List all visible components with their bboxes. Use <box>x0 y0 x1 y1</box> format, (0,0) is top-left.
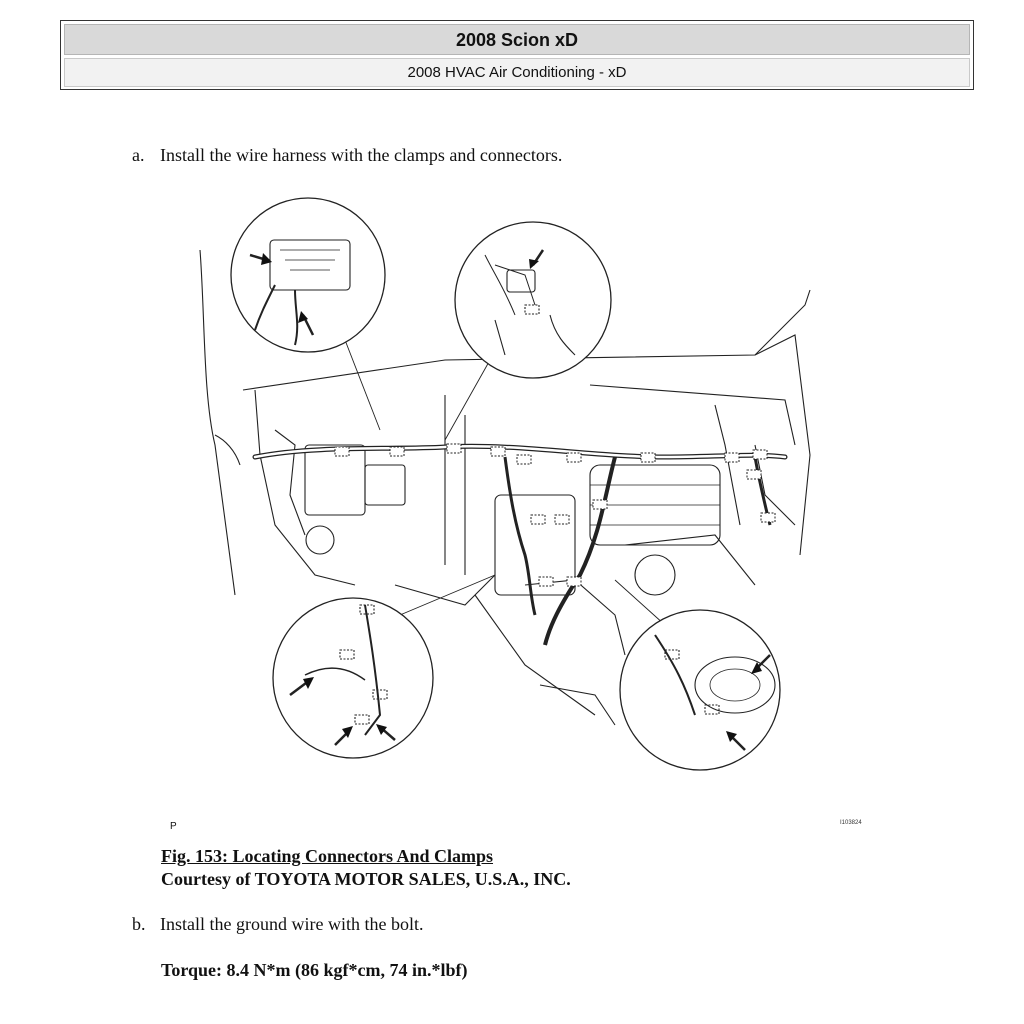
step-b: b. Install the ground wire with the bolt. <box>132 914 423 935</box>
harness-clamps <box>334 443 776 587</box>
dashboard-wire-harness-illustration <box>199 197 811 771</box>
figure-image-id: I103824 <box>840 820 862 826</box>
torque-spec: Torque: 8.4 N*m (86 kgf*cm, 74 in.*lbf) <box>161 960 468 980</box>
step-text: Install the ground wire with the bolt. <box>160 914 424 934</box>
figure-corner-code: P <box>170 821 177 832</box>
step-marker: a. <box>132 145 145 165</box>
detail-circle-4 <box>619 609 781 771</box>
detail-circle-2 <box>454 221 612 379</box>
figure-caption-title: Fig. 153: Locating Connectors And Clamps <box>161 846 494 866</box>
detail-circle-1 <box>230 197 386 353</box>
left-panel-lower <box>254 389 356 586</box>
step-a: a. Install the wire harness with the clam… <box>132 145 562 166</box>
figure-caption-credit: Courtesy of TOYOTA MOTOR SALES, U.S.A., … <box>161 869 571 889</box>
document-header: 2008 Scion xD 2008 HVAC Air Conditioning… <box>60 20 974 90</box>
left-body-line <box>199 249 236 596</box>
step-marker: b. <box>132 914 146 934</box>
document-subtitle: 2008 HVAC Air Conditioning - xD <box>64 58 970 87</box>
document-title: 2008 Scion xD <box>64 24 970 55</box>
detail-circle-3 <box>272 597 434 759</box>
right-panel-edge <box>754 334 811 556</box>
step-text: Install the wire harness with the clamps… <box>160 145 563 165</box>
